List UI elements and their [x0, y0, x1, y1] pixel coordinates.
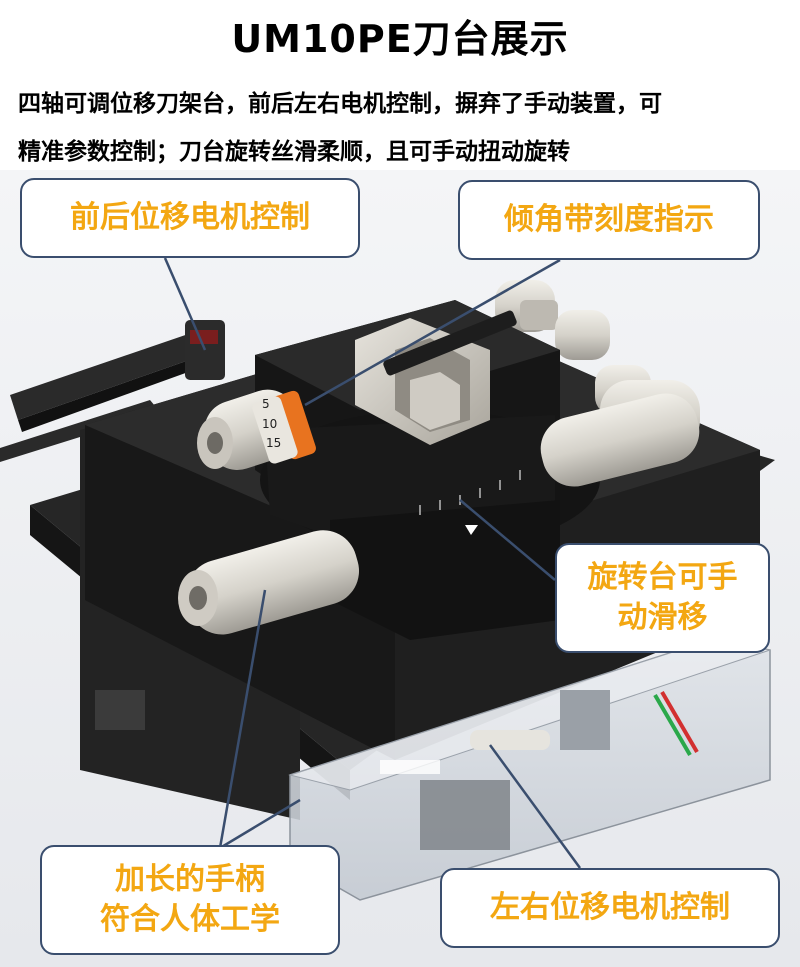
long-handle — [178, 530, 360, 635]
tool-holder — [355, 310, 517, 445]
callout-left-right-motor-text: 左右位移电机控制 — [490, 890, 730, 925]
callout-front-back-motor: 前后位移电机控制 — [20, 178, 360, 258]
dial-number-5: 5 — [262, 397, 270, 411]
dial-number-10: 10 — [262, 417, 277, 431]
callout-long-handle-line-1: 加长的手柄 — [115, 862, 265, 897]
description-line-1: 四轴可调位移刀架台，前后左右电机控制，摒弃了手动装置，可 — [18, 91, 662, 117]
callout-rotary-table-line-2: 动滑移 — [617, 600, 708, 635]
callout-tilt-scale-text: 倾角带刻度指示 — [504, 202, 714, 237]
callout-long-handle: 加长的手柄 符合人体工学 — [40, 845, 340, 955]
callout-rotary-table-line-1: 旋转台可手 — [587, 560, 738, 595]
page-title: UM10PE刀台展示 — [231, 17, 569, 61]
callout-leader-lines — [163, 257, 582, 869]
callout-front-back-motor-text: 前后位移电机控制 — [70, 200, 310, 235]
callout-rotary-table: 旋转台可手 动滑移 — [555, 543, 770, 653]
tilt-dial-knob — [197, 389, 316, 471]
callout-long-handle-line-2: 符合人体工学 — [100, 902, 280, 937]
dial-number-15: 15 — [266, 436, 281, 450]
callout-tilt-scale: 倾角带刻度指示 — [458, 180, 760, 260]
description-line-2: 精准参数控制；刀台旋转丝滑柔顺，且可手动扭动旋转 — [18, 139, 570, 165]
transparent-housing — [288, 639, 771, 901]
callout-left-right-motor: 左右位移电机控制 — [440, 868, 780, 948]
right-handle — [540, 393, 700, 487]
